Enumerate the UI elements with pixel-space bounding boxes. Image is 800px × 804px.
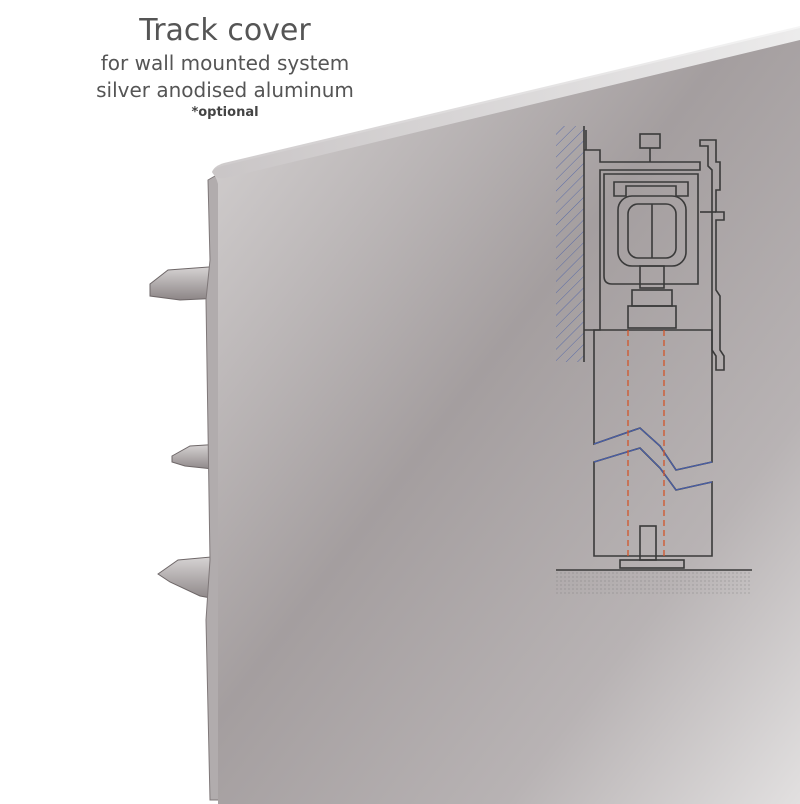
- floor-section: [556, 570, 752, 594]
- optional-note: *optional: [191, 105, 259, 120]
- product-subtitle-2: silver anodised aluminum: [96, 78, 354, 102]
- track-cover-top-edge: [212, 26, 800, 179]
- door-break-lines: [593, 427, 713, 491]
- product-caption: Track cover for wall mounted system silv…: [40, 12, 410, 122]
- track-cover-panel: [212, 28, 800, 804]
- door-centerlines: [627, 330, 665, 556]
- product-subtitle-1: for wall mounted system: [100, 51, 350, 75]
- product-title: Track cover: [139, 13, 311, 48]
